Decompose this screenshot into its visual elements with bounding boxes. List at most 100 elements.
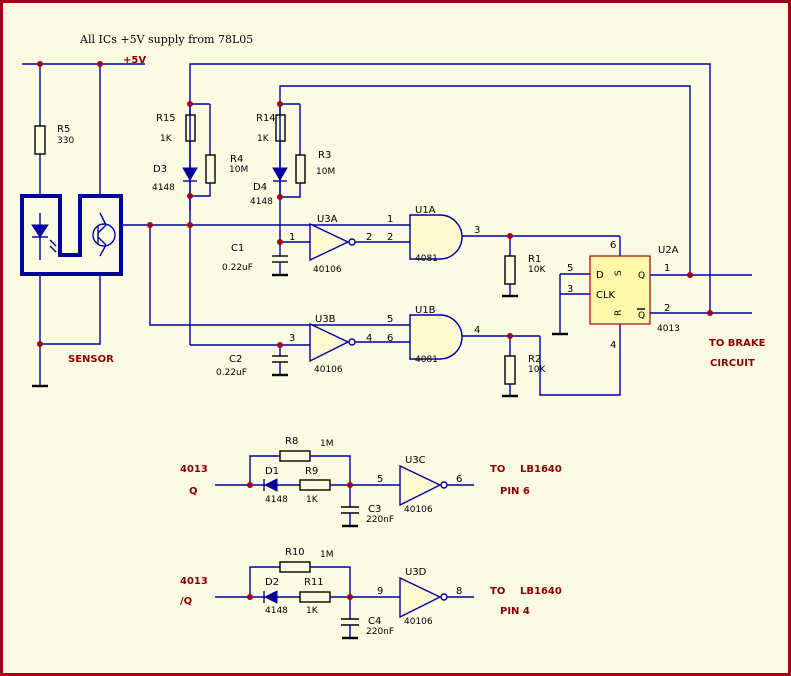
- u1a-ref: U1A: [415, 205, 436, 216]
- inverter-u3a: [309, 222, 410, 262]
- r1-ref: R1: [528, 254, 541, 265]
- r5-value: 330: [57, 136, 74, 146]
- u3b-ref: U3B: [315, 314, 336, 325]
- u3b-pin-out: 4: [366, 333, 372, 344]
- ff-d-label: D: [596, 270, 604, 281]
- u3b-pin-in: 3: [289, 333, 295, 344]
- d2-ref: D2: [265, 577, 279, 588]
- ff-pin-q: 1: [664, 263, 670, 274]
- u1a-value: 4081: [415, 254, 438, 264]
- r2-ref: R2: [528, 354, 541, 365]
- u3c-ref: U3C: [405, 455, 426, 466]
- ff-s-label: S: [614, 270, 624, 276]
- ff-pin-d: 5: [567, 263, 573, 274]
- u3a-ref: U3A: [317, 214, 338, 225]
- u3c-pin-out: 6: [456, 474, 462, 485]
- c2-value: 0.22uF: [216, 368, 247, 378]
- brake-label-1: TO BRAKE: [709, 338, 766, 349]
- u3a-pin-in: 1: [289, 232, 295, 243]
- d3-ref: D3: [153, 164, 167, 175]
- d4-value: 4148: [250, 197, 273, 207]
- inverter-u3b: [309, 322, 410, 363]
- u2a-ref: U2A: [658, 245, 679, 256]
- r8-ref: R8: [285, 436, 298, 447]
- capacitor-c1: [272, 241, 310, 277]
- r5-ref: R5: [57, 124, 70, 135]
- u3c-value: 40106: [404, 505, 433, 515]
- c3-value: 220nF: [366, 515, 394, 525]
- ff-pin-s: 6: [610, 240, 616, 251]
- u1a-pin-in1: 1: [387, 214, 393, 225]
- d1-value: 4148: [265, 495, 288, 505]
- r8-value: 1M: [320, 439, 334, 449]
- c4-ref: C4: [368, 616, 381, 627]
- c4-value: 220nF: [366, 627, 394, 637]
- r10-ref: R10: [285, 547, 305, 558]
- u3a-value: 40106: [313, 265, 342, 275]
- flipflop-u2a: [589, 255, 651, 325]
- ff-clk-label: CLK: [596, 290, 616, 301]
- r14-value: 1K: [257, 134, 270, 144]
- r2-value: 10K: [528, 365, 546, 375]
- ff-output-wiring: [650, 274, 752, 314]
- r1-value: 10K: [528, 265, 546, 275]
- sensor-ground-wiring: [32, 274, 101, 388]
- u3d-value: 40106: [404, 617, 433, 627]
- debounce-network-1: [215, 450, 400, 528]
- diode-d3: [182, 167, 198, 345]
- capacitor-c2: [190, 344, 310, 377]
- r9-ref: R9: [305, 466, 318, 477]
- u1b-pin-in1: 5: [387, 314, 393, 325]
- debounce-network-2: [215, 561, 400, 640]
- r9-value: 1K: [306, 495, 319, 505]
- out2-pin: PIN 4: [500, 606, 530, 617]
- diode-d4: [272, 167, 288, 256]
- sensor-output-wire: [121, 224, 380, 326]
- inverter-u3d: [399, 576, 474, 619]
- u1b-pin-out: 4: [474, 325, 480, 336]
- ff-pin-qbar: 2: [664, 303, 670, 314]
- u3c-pin-in: 5: [377, 474, 383, 485]
- resistor-r2: [502, 336, 518, 398]
- in-nq-label-pin: /Q: [180, 596, 192, 607]
- supply-label: +5V: [123, 55, 146, 66]
- ff-pin-r: 4: [610, 340, 616, 351]
- r11-ref: R11: [304, 577, 324, 588]
- out2-to: TO: [490, 586, 505, 597]
- out1-to: TO: [490, 464, 505, 475]
- sensor-label: SENSOR: [68, 354, 114, 365]
- ff-q-label: Q: [638, 271, 645, 281]
- r4-value: 10M: [229, 165, 248, 175]
- resistor-r14: [275, 103, 300, 168]
- u1a-pin-out: 3: [474, 225, 480, 236]
- u3b-value: 40106: [314, 365, 343, 375]
- and-gate-u1b: [380, 314, 540, 360]
- d2-value: 4148: [265, 606, 288, 616]
- r10-value: 1M: [320, 550, 334, 560]
- and-gate-u1a: [380, 214, 620, 260]
- r15-ref: R15: [156, 113, 176, 124]
- ff-input-wiring: [552, 236, 621, 336]
- out1-chip: LB1640: [520, 464, 562, 475]
- u1a-pin-in2: 2: [387, 232, 393, 243]
- c3-ref: C3: [368, 504, 381, 515]
- ff-pin-clk: 3: [567, 284, 573, 295]
- junction-dots: [37, 61, 713, 600]
- ff-qbar-label: Q: [638, 311, 645, 321]
- c2-ref: C2: [229, 354, 242, 365]
- r11-value: 1K: [306, 606, 319, 616]
- resistor-r4: [190, 104, 216, 197]
- d1-ref: D1: [265, 466, 279, 477]
- c1-ref: C1: [231, 243, 244, 254]
- r3-value: 10M: [316, 167, 335, 177]
- u1b-value: 4081: [415, 355, 438, 365]
- u2a-value: 4013: [657, 324, 680, 334]
- reset-wire: [539, 324, 621, 396]
- out2-chip: LB1640: [520, 586, 562, 597]
- u3d-pin-in: 9: [377, 586, 383, 597]
- resistor-r5: [34, 125, 46, 196]
- u1b-pin-in2: 6: [387, 333, 393, 344]
- d4-ref: D4: [253, 182, 267, 193]
